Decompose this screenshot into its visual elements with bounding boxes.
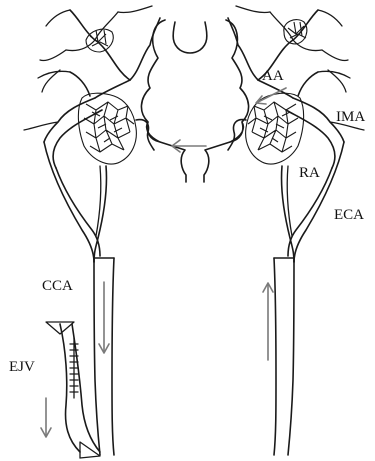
right-neck-vessels	[274, 142, 344, 455]
label-ra: RA	[299, 165, 320, 181]
flow-arrow-central	[172, 140, 206, 152]
flow-arrow-left-cca	[99, 282, 109, 353]
central-vascular-loop	[141, 20, 248, 182]
flow-arrow-aa	[256, 88, 286, 104]
flow-arrow-ejv	[41, 398, 51, 437]
label-ejv: EJV	[9, 359, 35, 375]
label-aa: AA	[262, 68, 284, 84]
right-rete-mirabile	[246, 93, 304, 164]
left-rete-mirabile	[78, 93, 136, 164]
label-ima: IMA	[336, 109, 365, 125]
flow-arrow-right-cca	[263, 283, 273, 360]
label-eca: ECA	[334, 207, 364, 223]
label-cca: CCA	[42, 278, 73, 294]
ejv-ligature	[70, 338, 78, 398]
external-jugular-vein	[46, 322, 100, 458]
